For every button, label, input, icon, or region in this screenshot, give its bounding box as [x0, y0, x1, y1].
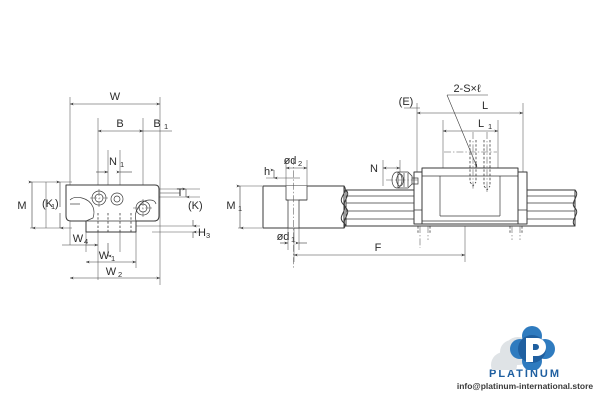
dimension-E: (E): [399, 96, 414, 108]
dimension-B: B: [98, 118, 143, 133]
dimension-M1: M 1: [226, 184, 244, 230]
dimension-T: T: [160, 187, 190, 199]
platinum-logo-icon: [490, 322, 560, 378]
dimension-K: (K): [188, 200, 203, 212]
dimension-label-d2: ød: [284, 155, 297, 167]
dimension-label-L1: L: [478, 118, 484, 130]
front-cross-section-view: W B B 1 N 1 M: [17, 91, 210, 285]
dimension-label-K1-close: ): [55, 198, 59, 210]
dimension-label-h: h: [264, 166, 270, 178]
dimension-K1: (K 1 ): [42, 180, 64, 230]
dimension-label-M1-sub: 1: [238, 204, 242, 213]
dimension-M: M: [17, 180, 36, 230]
dimension-B1: B 1: [139, 118, 172, 133]
watermark-email: info@platinum-international.store: [456, 381, 594, 391]
dimension-label-d1: ød: [277, 231, 290, 243]
front-view-extension-lines: [30, 97, 200, 285]
dimension-N: N: [370, 163, 400, 175]
carriage-side-view: (E) 2-S×ℓ L L 1 N: [343, 83, 578, 248]
dimension-label-W1-sub: 1: [111, 254, 115, 263]
logo-main-shape: [510, 326, 555, 371]
dimension-label-N1: N: [109, 156, 117, 168]
dimension-label-E: (E): [399, 96, 414, 108]
dimension-label-W1: W: [99, 250, 110, 262]
carriage-block-side-profile: [386, 132, 528, 225]
dimension-label-M1: M: [226, 200, 235, 212]
dimension-label-W: W: [110, 91, 121, 103]
dimension-H3: H 3: [192, 220, 210, 240]
grease-nipple: [386, 171, 419, 189]
dimension-label-K: (K): [188, 200, 203, 212]
dimension-label-W4: W: [73, 233, 84, 245]
dimension-label-W4-sub: 4: [84, 237, 88, 246]
dimension-W2: W 2: [70, 266, 160, 280]
dimension-label-d2-sub: 2: [298, 159, 302, 168]
callout-label-2SxL: 2-S×ℓ: [453, 83, 481, 95]
rail-side-view: ød 2 h ød 1 M 1: [226, 155, 466, 268]
watermark-brand-name: PLATINUM: [488, 368, 561, 380]
dimension-L1: L 1: [443, 118, 498, 133]
dimension-label-W2-sub: 2: [118, 270, 122, 279]
watermark: PLATINUM info@platinum-international.sto…: [455, 322, 595, 398]
dimension-label-H3: H: [198, 227, 206, 239]
dimension-label-d1-sub: 1: [291, 235, 295, 244]
dimension-W1: W 1: [86, 243, 136, 264]
dimension-label-F: F: [375, 242, 382, 254]
dimension-label-N: N: [370, 163, 378, 175]
dimension-W: W: [70, 91, 160, 106]
dimension-label-W2: W: [106, 266, 117, 278]
dimension-d2: ød 2: [284, 155, 307, 170]
dimension-label-H3-sub: 3: [206, 231, 210, 240]
dimension-label-B1: B: [153, 118, 160, 130]
dimension-label-B1-sub: 1: [164, 122, 168, 131]
dimension-F: F: [294, 242, 465, 257]
dimension-label-T: T: [177, 187, 184, 199]
dimension-L: L: [417, 100, 523, 115]
dimension-label-B: B: [116, 118, 123, 130]
platinum-logo-svg: [491, 326, 555, 378]
dimension-label-L1-sub: 1: [488, 122, 492, 131]
dimension-label-M: M: [17, 200, 26, 212]
dimension-N1: N 1: [96, 156, 132, 174]
dimension-label-K1-sub: 1: [51, 202, 55, 211]
dimension-label-K1: (K: [42, 198, 54, 210]
carriage-block-front-profile: [65, 184, 160, 233]
dimension-label-L: L: [482, 100, 488, 112]
dimension-W4: W 4: [62, 233, 98, 247]
dimension-h: h: [264, 166, 278, 180]
rail-profile-body: [262, 158, 346, 268]
dimension-label-N1-sub: 1: [120, 160, 124, 169]
dimension-d1: ød 1: [277, 231, 307, 245]
